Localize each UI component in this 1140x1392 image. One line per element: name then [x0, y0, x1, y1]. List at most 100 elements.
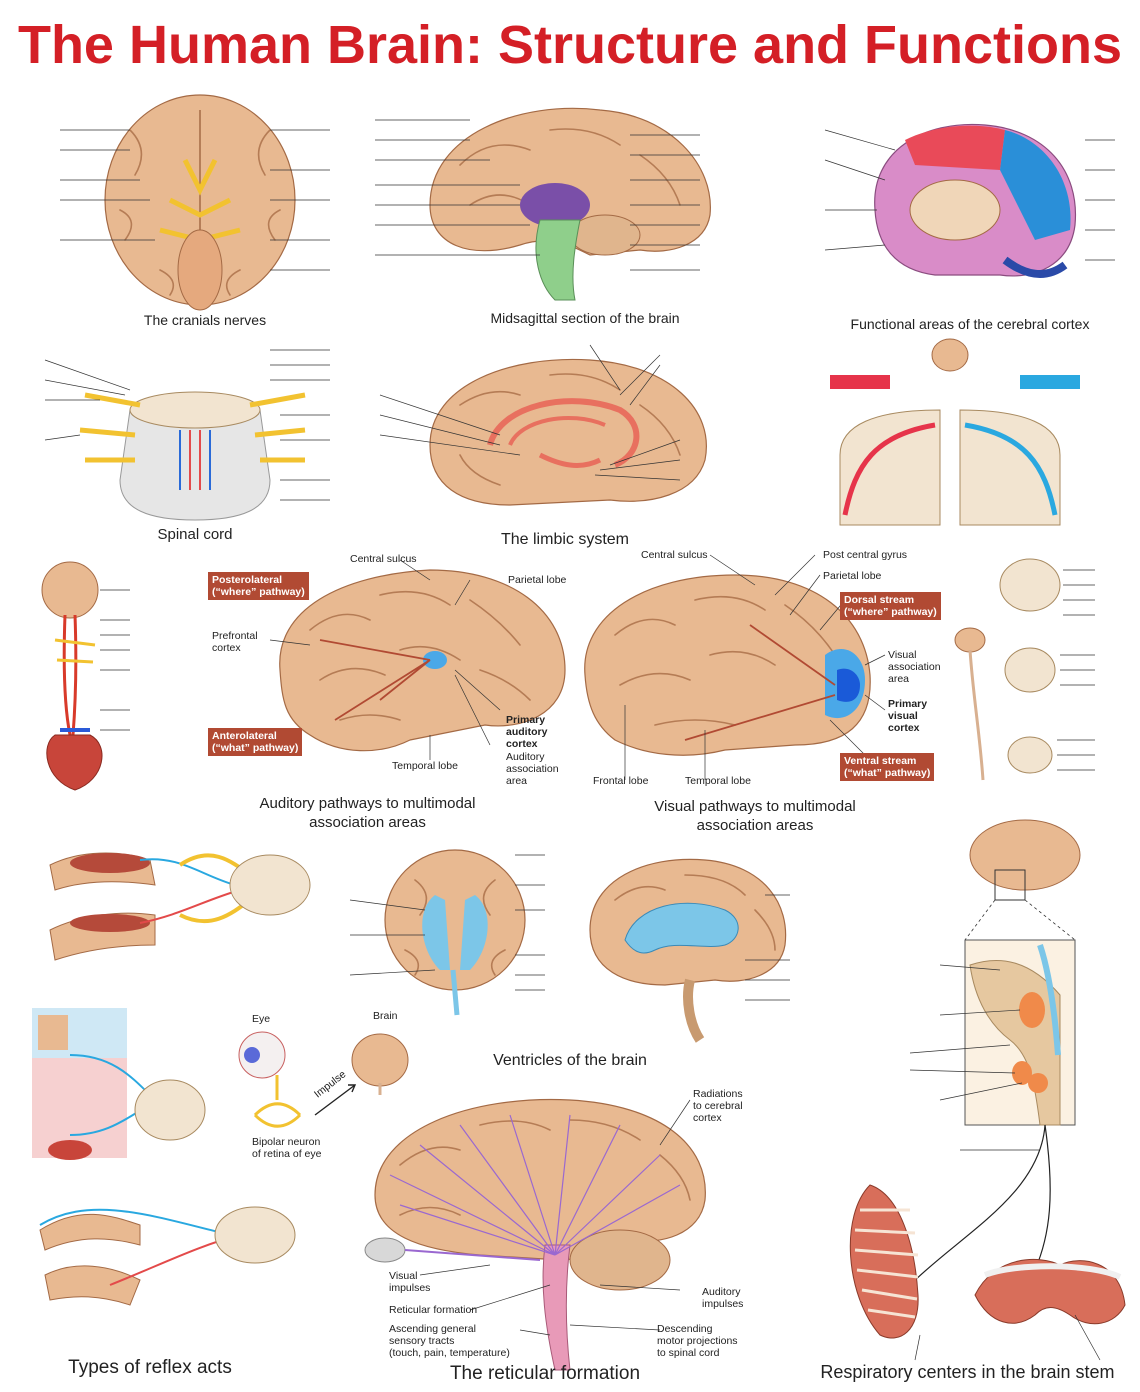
auditory-caption-line2: association areas: [309, 814, 426, 831]
primary-auditory-line2: auditory: [506, 726, 548, 738]
reflex-panel: Types of reflex acts: [30, 805, 340, 1390]
descending-projections-label: Descending motor projections to spinal c…: [657, 1323, 738, 1359]
visual-caption-line1: Visual pathways to multimodal: [654, 798, 856, 815]
anterolateral-tag: Anterolateral (“what” pathway): [208, 728, 303, 756]
reticular-panel: Radiations to cerebral cortex Visual imp…: [360, 1085, 780, 1392]
primary-auditory-line3: cortex: [506, 738, 538, 750]
anterolateral-tag-line1: Anterolateral: [212, 730, 277, 742]
radiations-line3: cortex: [693, 1112, 722, 1124]
primary-visual-line2: visual: [888, 710, 918, 722]
vagus-heart-panel: [35, 560, 205, 795]
visual-brain-illustration: [584, 554, 886, 780]
radiations-line1: Radiations: [693, 1088, 743, 1100]
visual-assoc-line1: Visual: [888, 649, 917, 661]
auditory-brain-illustration: [269, 559, 566, 760]
reticular-formation-label: Reticular formation: [389, 1304, 478, 1316]
ventricles-illustration: [349, 849, 790, 1043]
dorsal-tag-line2: (“where” pathway): [844, 606, 937, 618]
radiations-line2: to cerebral: [693, 1100, 743, 1112]
cranial-nerves-illustration: [60, 94, 330, 311]
vagus-heart-illustration: [41, 561, 130, 791]
descending-line1: Descending: [657, 1323, 713, 1335]
auditory-temporal-lobe-label: Temporal lobe: [392, 760, 458, 772]
anterolateral-tag-line2: (“what” pathway): [212, 742, 299, 754]
frontal-lobe-label: Frontal lobe: [593, 775, 649, 787]
ascending-tracts-label: Ascending general sensory tracts (touch,…: [389, 1323, 510, 1359]
eye-label: Eye: [252, 1013, 271, 1025]
visual-impulses-line2: impulses: [389, 1282, 431, 1294]
auditory-pathways-panel: Posterolateral (“where” pathway) Anterol…: [200, 550, 600, 840]
primary-visual-cortex-label: Primary visual cortex: [888, 698, 927, 734]
ventricles-panel: Ventricles of the brain: [345, 840, 805, 1075]
ventral-tag-line1: Ventral stream: [844, 755, 917, 767]
ascending-line1: Ascending general: [389, 1323, 476, 1335]
visual-impulses-label: Visual impulses: [389, 1270, 430, 1294]
functional-areas-caption: Functional areas of the cerebral cortex: [850, 316, 1090, 332]
visual-assoc-line3: area: [888, 673, 910, 685]
respiratory-illustration: [849, 819, 1126, 1361]
visual-association-label: Visual association area: [888, 649, 941, 685]
reflex-illustration: [32, 852, 311, 1306]
auditory-caption: Auditory pathways to multimodal associat…: [200, 794, 535, 832]
midsagittal-caption: Midsagittal section of the brain: [490, 310, 680, 326]
spinal-cord-panel: Spinal cord: [40, 340, 360, 550]
posterolateral-tag-line2: (“where” pathway): [212, 586, 305, 598]
auditory-central-sulcus-label: Central sulcus: [350, 553, 417, 565]
posterolateral-tag: Posterolateral (“where” pathway): [208, 572, 309, 600]
brainstem-sections-panel: [945, 555, 1135, 795]
limbic-panel: The limbic system: [360, 335, 790, 555]
auditory-impulses-line2: impulses: [702, 1298, 744, 1310]
auditory-impulses-line1: Auditory: [702, 1286, 741, 1298]
descending-line3: to spinal cord: [657, 1347, 720, 1359]
ventral-tag-line2: (“what” pathway): [844, 767, 931, 779]
bipolar-line1: Bipolar neuron: [252, 1136, 321, 1148]
auditory-assoc-line3: area: [506, 775, 528, 787]
ascending-line3: (touch, pain, temperature): [389, 1347, 510, 1359]
primary-auditory-cortex-label: Primary auditory cortex: [506, 714, 547, 750]
cranial-nerves-panel: The cranials nerves: [40, 90, 370, 330]
auditory-assoc-line2: association: [506, 763, 559, 775]
ascending-line2: sensory tracts: [389, 1335, 455, 1347]
eye-bipolar-panel: Eye Brain Impulse Bipolar neuron of reti…: [230, 1005, 430, 1170]
visual-caption-line2: association areas: [696, 817, 814, 834]
dorsal-stream-tag: Dorsal stream (“where” pathway): [840, 592, 941, 620]
visual-assoc-line2: association: [888, 661, 941, 673]
auditory-association-label: Auditory association area: [506, 751, 559, 787]
prefrontal-line2: cortex: [212, 642, 241, 654]
respiratory-panel: Respiratory centers in the brain stem: [800, 815, 1140, 1392]
auditory-assoc-line1: Auditory: [506, 751, 545, 763]
radiations-label: Radiations to cerebral cortex: [693, 1088, 743, 1124]
visual-caption: Visual pathways to multimodal associatio…: [605, 797, 905, 835]
visual-impulses-line1: Visual: [389, 1270, 418, 1282]
functional-areas-illustration: [824, 123, 1115, 279]
post-central-gyrus-label: Post central gyrus: [823, 549, 908, 561]
limbic-caption: The limbic system: [500, 531, 630, 548]
limbic-illustration: [379, 344, 707, 506]
ventral-stream-tag: Ventral stream (“what” pathway): [840, 753, 935, 781]
bipolar-neuron-label: Bipolar neuron of retina of eye: [252, 1136, 321, 1160]
prefrontal-line1: Prefrontal: [212, 630, 258, 642]
auditory-parietal-lobe-label: Parietal lobe: [508, 574, 567, 586]
midsagittal-panel: Midsagittal section of the brain: [370, 95, 790, 335]
spinal-cord-illustration: [44, 349, 330, 521]
ventricles-caption: Ventricles of the brain: [493, 1052, 647, 1069]
eye-bipolar-illustration: [238, 1031, 409, 1128]
midsagittal-illustration: [375, 107, 711, 301]
descending-line2: motor projections: [657, 1335, 738, 1347]
primary-visual-line3: cortex: [888, 722, 920, 734]
visual-pathways-panel: Central sulcus Post central gyrus Pariet…: [575, 545, 955, 845]
respiratory-caption: Respiratory centers in the brain stem: [820, 1362, 1115, 1382]
auditory-caption-line1: Auditory pathways to multimodal: [259, 795, 476, 812]
primary-auditory-line1: Primary: [506, 714, 546, 726]
reticular-caption: The reticular formation: [449, 1363, 641, 1384]
spinal-cord-caption: Spinal cord: [157, 526, 233, 543]
eye-brain-label: Brain: [373, 1010, 398, 1022]
posterolateral-tag-line1: Posterolateral: [212, 574, 283, 586]
visual-temporal-lobe-label: Temporal lobe: [685, 775, 751, 787]
prefrontal-cortex-label: Prefrontal cortex: [212, 630, 258, 654]
cranial-nerves-caption: The cranials nerves: [143, 312, 267, 328]
functional-areas-panel: Functional areas of the cerebral cortex: [805, 100, 1135, 340]
reticular-illustration: [364, 1098, 706, 1371]
visual-parietal-lobe-label: Parietal lobe: [823, 570, 882, 582]
reflex-caption: Types of reflex acts: [68, 1357, 232, 1378]
